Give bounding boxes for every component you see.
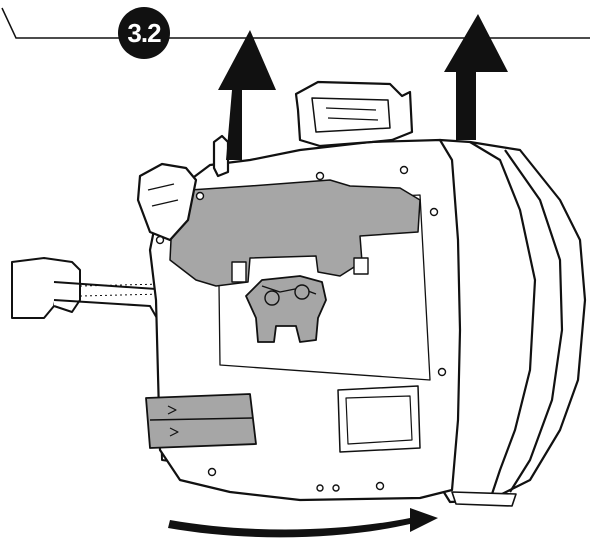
- header-rule: [1, 7, 590, 39]
- rotate-arrow: [168, 508, 438, 538]
- rear-bracket: [11, 257, 201, 463]
- step-badge: 3.2: [118, 7, 170, 59]
- lift-arrow-right: [444, 14, 508, 140]
- device-body: [136, 80, 587, 507]
- step-number: 3.2: [127, 17, 161, 48]
- lift-arrow-left: [218, 30, 276, 160]
